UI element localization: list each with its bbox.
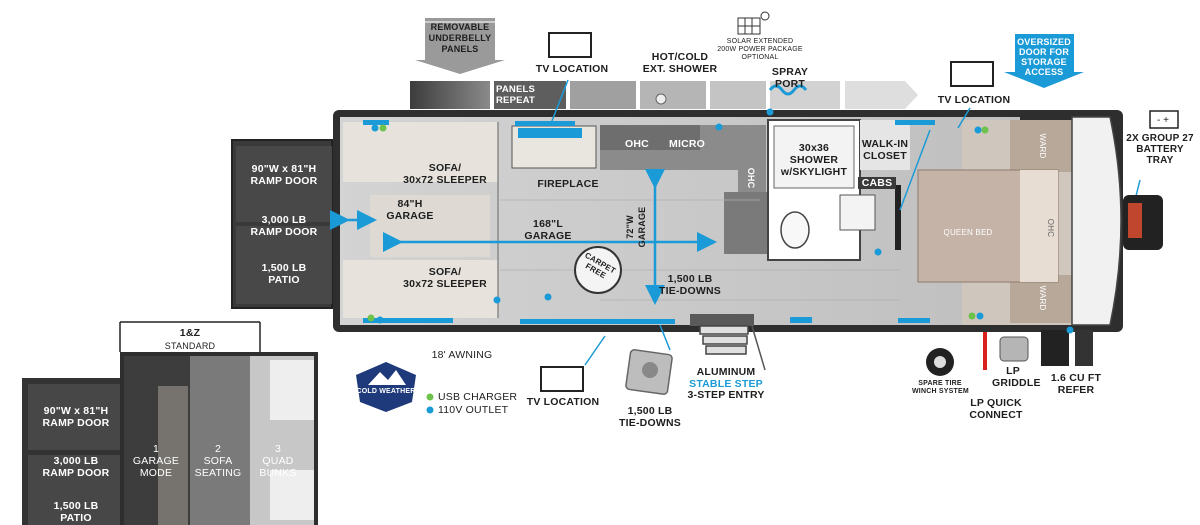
inset-ramp-door-label: 90"W x 81"H RAMP DOOR (42, 405, 110, 429)
removable-arrow (415, 18, 505, 74)
garage-length-label: 168"L GARAGE (524, 218, 572, 242)
shower-label: 30x36 SHOWER w/SKYLIGHT (780, 142, 848, 178)
oversized-door-arrow (1004, 34, 1084, 88)
oversized-door-label: OVERSIZED DOOR FOR STORAGE ACCESS (1017, 37, 1071, 77)
ramp-door-label: 90"W x 81"H RAMP DOOR (250, 163, 318, 187)
queen-bed-label: QUEEN BED (943, 228, 993, 237)
ward-bottom-label: WARD (1038, 285, 1047, 311)
ohc-bed-label: OHC (1046, 218, 1055, 238)
ramp-weight-label: 3,000 LB RAMP DOOR (250, 214, 318, 238)
usb-dots (367, 124, 989, 401)
inset-garage-modes (22, 321, 318, 525)
griddle-icon (999, 336, 1029, 362)
battery-tray-label: 2X GROUP 27 BATTERY TRAY (1126, 133, 1194, 166)
refer-label: 1.6 CU FT REFER (1050, 372, 1102, 396)
inset-mode1-label: 1 GARAGE MODE (132, 443, 180, 479)
panels-repeat-label: PANELS REPEAT (496, 84, 536, 106)
inset-mode3-label: 3 QUAD BUNKS (259, 443, 297, 479)
aluminum-label: ALUMINUM (696, 366, 756, 378)
spray-port-icon (768, 84, 808, 96)
underbelly-panels (410, 81, 918, 109)
inset-patio-label: 1,500 LB PATIO (53, 500, 99, 524)
walk-in-closet-label: WALK-IN CLOSET (861, 138, 909, 162)
garage-height-label: 84"H GARAGE (386, 198, 434, 222)
spare-tire-label: SPARE TIRE WINCH SYSTEM (912, 380, 969, 395)
inset-mode2-label: 2 SOFA SEATING (194, 443, 242, 479)
inset-ramp-weight-label: 3,000 LB RAMP DOOR (42, 455, 110, 479)
stable-step-label: STABLE STEP (689, 378, 763, 390)
tv-location-right-label: TV LOCATION (937, 94, 1011, 106)
carpet-free-stamp (574, 246, 622, 294)
garage-width-label: 72"W GARAGE (625, 206, 647, 248)
inset-title: 1&Z (179, 327, 201, 339)
sofa-bottom-label: SOFA/ 30x72 SLEEPER (403, 266, 487, 290)
outlet-dots (371, 108, 1074, 414)
dimension-arrows (330, 169, 717, 305)
cabs-label: CABS (858, 177, 896, 189)
lp-connect (983, 332, 987, 370)
inset-subtitle: STANDARD (164, 341, 216, 351)
solar-label: SOLAR EXTENDED 200W POWER PACKAGE OPTION… (717, 38, 803, 61)
solar-icon (737, 11, 770, 35)
svg-text:- +: - + (1157, 115, 1169, 126)
tv-location-bottom-label: TV LOCATION (526, 396, 600, 408)
removable-panels-label: REMOVABLE UNDERBELLY PANELS (428, 22, 492, 54)
spare-tire-icon (926, 348, 954, 376)
ohc-side-label: OHC (746, 167, 756, 189)
leader-lines (549, 79, 1141, 366)
tv-icon (540, 32, 994, 392)
hot-cold-shower-label: HOT/COLD EXT. SHOWER (642, 51, 718, 75)
usb-charger-legend: USB CHARGER (438, 391, 518, 403)
cold-weather-badge (356, 362, 416, 412)
refer-icon (1041, 330, 1069, 366)
lp-quick-connect-label: LP QUICK CONNECT (969, 397, 1023, 421)
micro-label: MICRO (669, 138, 705, 150)
outlet-legend: 110V OUTLET (438, 404, 509, 416)
fireplace-label: FIREPLACE (537, 178, 599, 190)
patio-label: 1,500 LB PATIO (261, 262, 307, 286)
ward-top-label: WARD (1038, 133, 1047, 159)
sofa-top-label: SOFA/ 30x72 SLEEPER (403, 162, 487, 186)
cold-weather-label: COLD WEATHER (356, 388, 416, 395)
battery-icon (1149, 110, 1179, 129)
awning-label: 18' AWNING (431, 349, 493, 361)
tie-downs-bottom-label: 1,500 LB TIE-DOWNS (619, 405, 681, 429)
lp-griddle-label: LP GRIDDLE (992, 365, 1041, 389)
tie-down-icon (625, 349, 673, 395)
spray-port-label: SPRAY PORT (771, 66, 809, 90)
shower-port-icon (655, 93, 667, 105)
tv-location-top-label: TV LOCATION (535, 63, 609, 75)
entry-steps (699, 325, 766, 371)
trailer-body (333, 110, 1123, 332)
tie-downs-center-label: 1,500 LB TIE-DOWNS (659, 273, 721, 297)
ohc-kitchen-label: OHC (625, 138, 649, 150)
step-entry-label: 3-STEP ENTRY (687, 389, 765, 401)
